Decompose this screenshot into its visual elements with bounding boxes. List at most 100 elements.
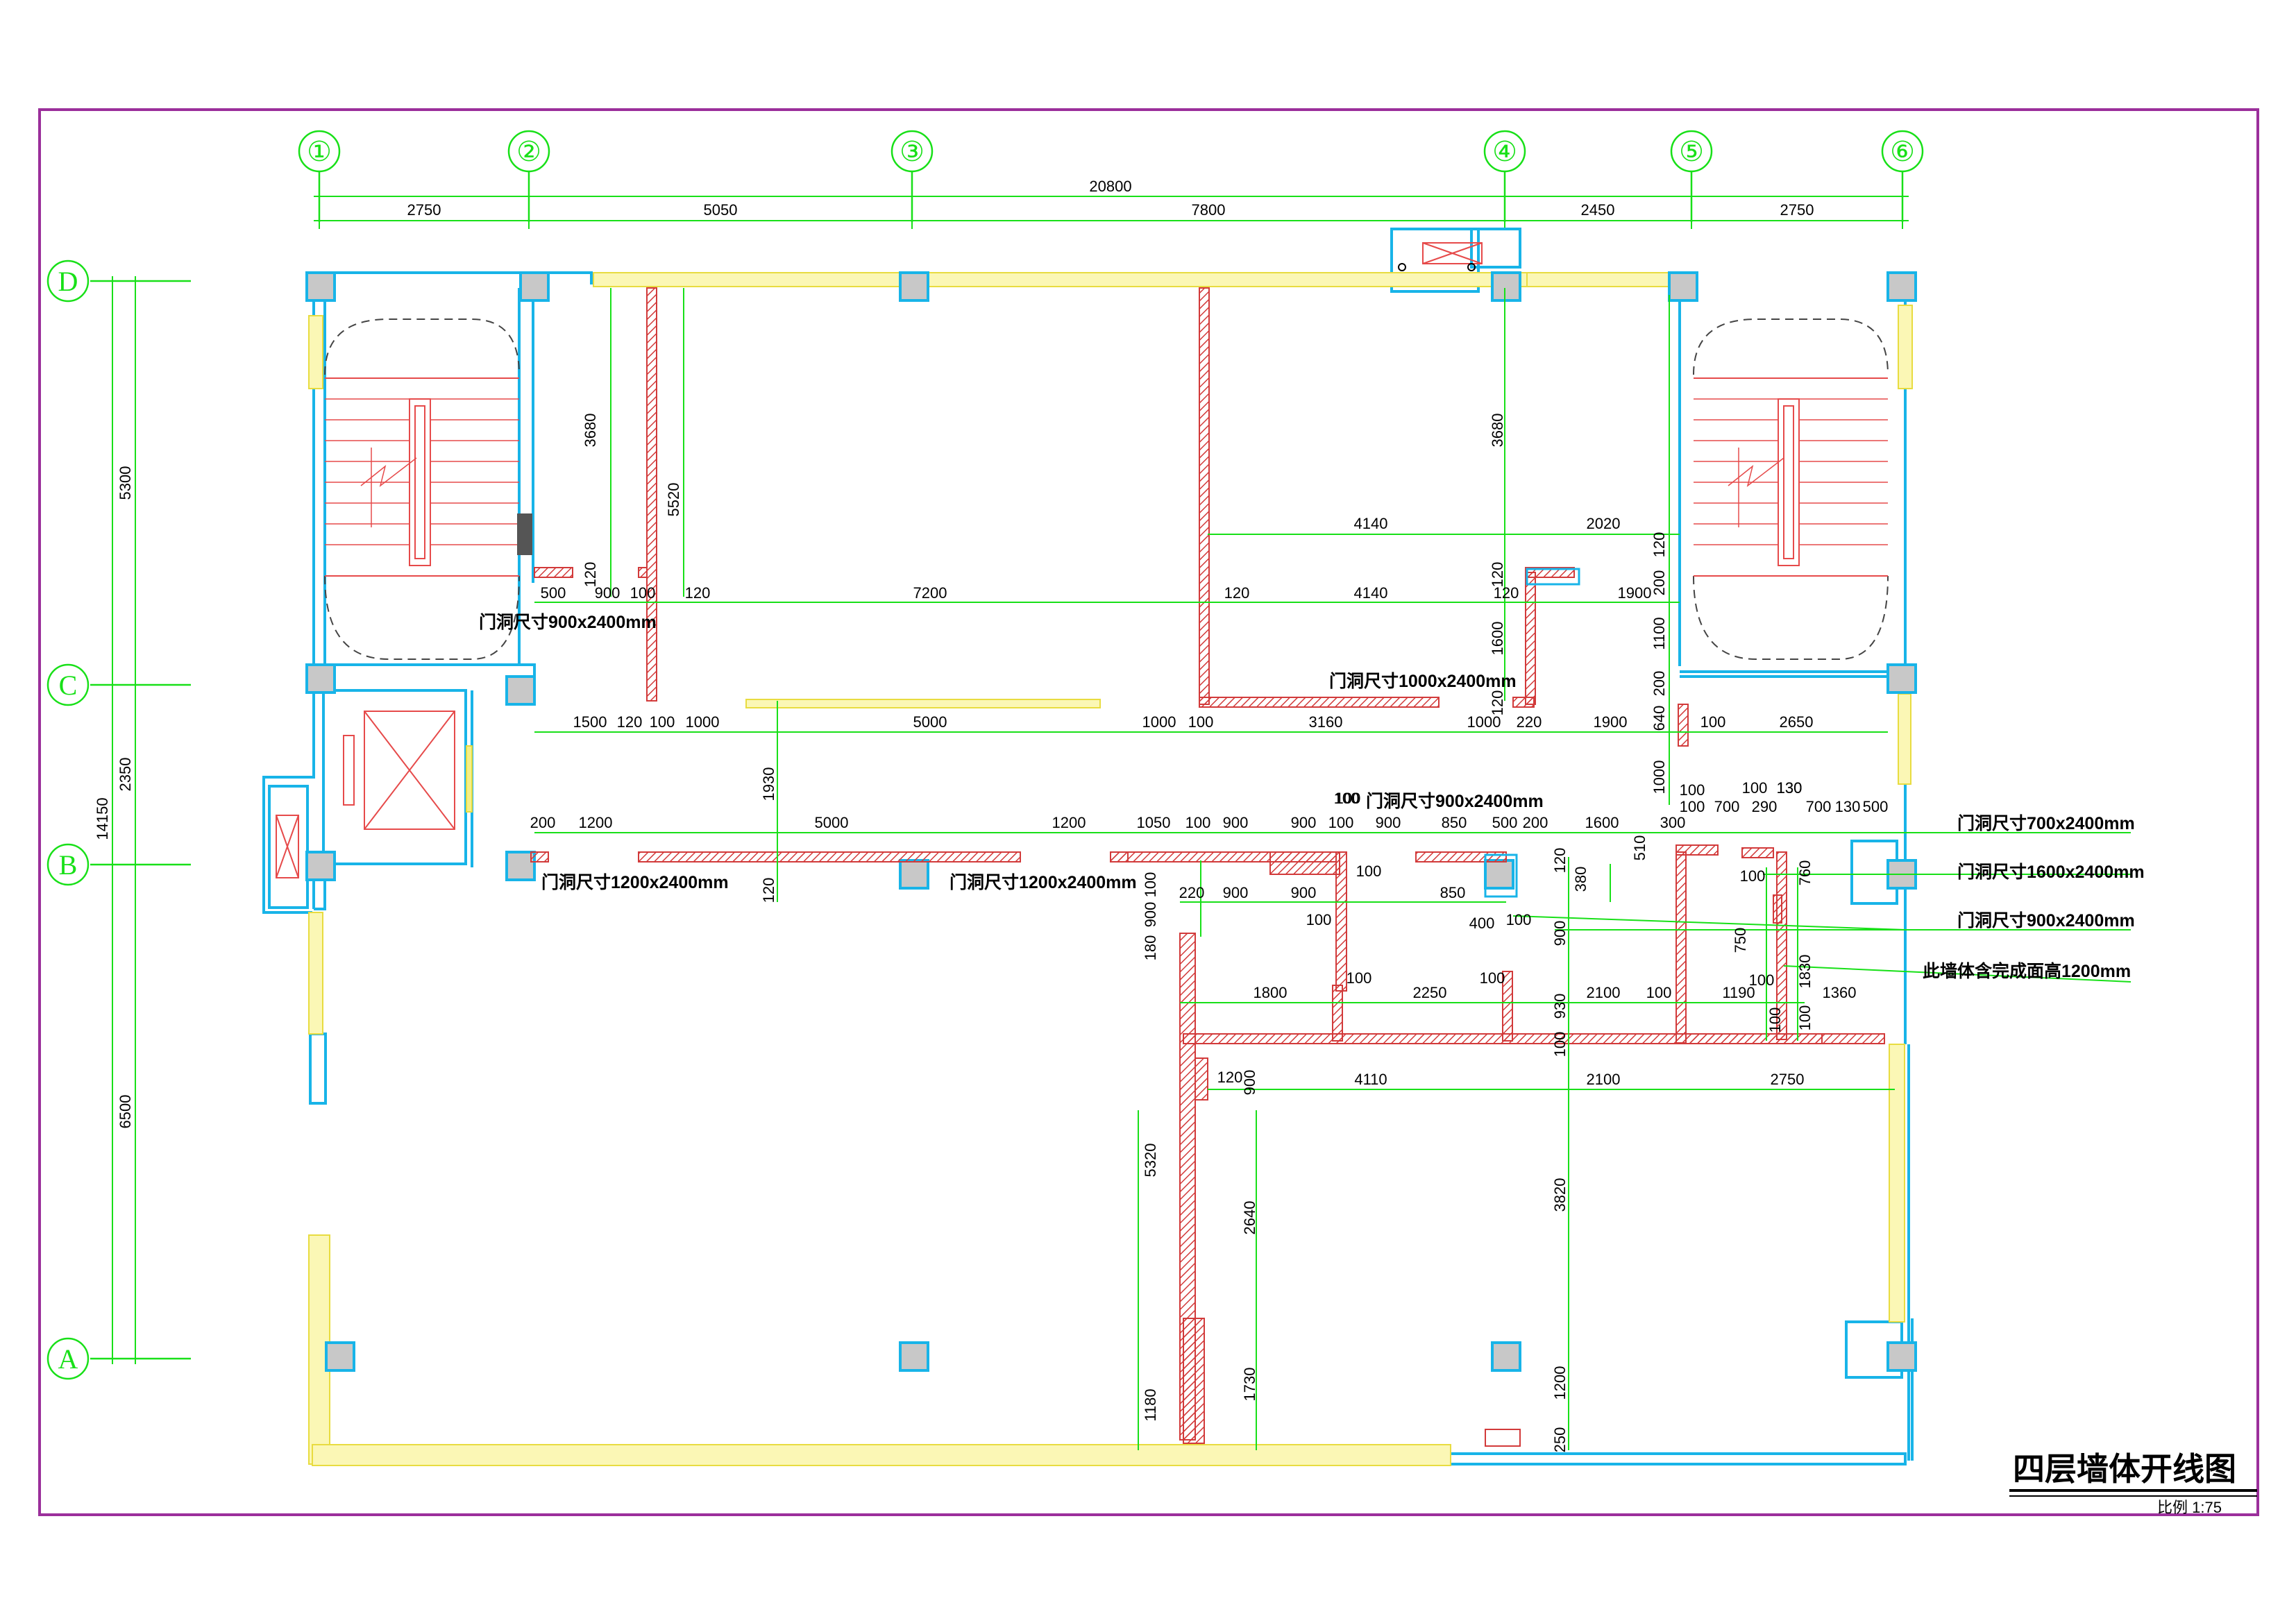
note-door-1000: 门洞尺寸1000x2400mm — [1329, 671, 1517, 691]
windows — [308, 272, 1913, 1466]
dim-v8-0: 120 — [1551, 848, 1569, 874]
note-door-900-a: 门洞尺寸900x2400mm — [479, 612, 657, 632]
dim-v8-7: 250 — [1551, 1427, 1569, 1453]
axis-col-2: ② — [516, 136, 541, 167]
dim-r1u-0: 4140 — [1354, 515, 1388, 532]
dimension-text: 4140 2020 500 900 100 120 7200 120 4140 … — [530, 515, 1889, 1088]
dim-r2-12: 2650 — [1780, 713, 1814, 731]
dim-r4-2: 900 — [1291, 884, 1317, 901]
dim-top-4: 2450 — [1581, 201, 1615, 219]
dim-v3-3: 120 — [1489, 690, 1506, 716]
dim-r3-4: 1050 — [1137, 814, 1171, 831]
dim-v4-3: 200 — [1651, 671, 1668, 697]
dim-r2-1: 120 — [617, 713, 643, 731]
dim-r3t-0: 100 — [1742, 779, 1768, 797]
stair-right — [1693, 318, 1889, 660]
dim-r2-0: 1500 — [573, 713, 607, 731]
exterior-walls — [262, 228, 1914, 1465]
dim-r2-11: 100 — [1700, 713, 1726, 731]
dim-r1-7: 120 — [1494, 584, 1519, 602]
dim-r3t-2: 130 — [1777, 779, 1803, 797]
dim-total-width: 20800 — [1089, 178, 1131, 195]
grid-axes — [47, 130, 1924, 1380]
dim-v6-0: 100 — [1142, 872, 1159, 898]
dim-v3-2: 1600 — [1489, 622, 1506, 656]
dim-x-100c: 100 — [1480, 969, 1505, 987]
note-door-700: 门洞尺寸700x2400mm — [1957, 813, 2135, 833]
dim-v1-1: 120 — [582, 562, 599, 588]
dim-r1-0: 500 — [541, 584, 566, 602]
dim-top-1: 2750 — [407, 201, 441, 219]
stair-left — [324, 318, 520, 660]
dim-r1-3: 120 — [685, 584, 711, 602]
note-door-900-b: 门洞尺寸900x2400mm — [1366, 791, 1544, 811]
dim-r2-3: 1000 — [686, 713, 720, 731]
left-dimension-text: 14150 5300 2350 6500 — [94, 466, 134, 1129]
dim-v9-4: 100 — [1766, 1008, 1784, 1033]
top-dimension-lines — [314, 191, 1909, 229]
dim-r3-20: 700 — [1806, 798, 1832, 815]
dim-v7-0: 900 — [1241, 1070, 1258, 1096]
drawing-border — [38, 108, 2259, 1516]
dim-r4-3: 850 — [1440, 884, 1466, 901]
dim-r2-7: 3160 — [1309, 713, 1343, 731]
dim-r4-0: 220 — [1179, 884, 1205, 901]
dim-v8-2: 900 — [1551, 921, 1569, 946]
axis-col-4: ④ — [1492, 136, 1517, 167]
dim-r1u-1: 2020 — [1587, 515, 1621, 532]
dim-r2-9: 220 — [1517, 713, 1542, 731]
dim-v9-3: 100 — [1796, 1005, 1814, 1031]
dim-v3-1: 120 — [1489, 562, 1506, 588]
dim-r1-5: 120 — [1224, 584, 1250, 602]
dim-r1-6: 4140 — [1354, 584, 1388, 602]
dim-r4-4: 100 — [1356, 863, 1382, 880]
dim-r3-13: 1600 — [1585, 814, 1619, 831]
dim-r3-12: 200 — [1523, 814, 1548, 831]
dim-r3-10: 850 — [1442, 814, 1467, 831]
door-jamb — [517, 513, 532, 555]
small-box-d — [1484, 853, 1518, 898]
dim-r6-0: 4110 — [1354, 1071, 1387, 1088]
dim-r6-2: 2750 — [1771, 1071, 1805, 1088]
scale-label: 比例 1:75 — [2157, 1499, 2222, 1516]
drawing-title: 四层墙体开线图 — [2013, 1451, 2236, 1487]
ac-unit — [1398, 242, 1483, 271]
dim-r2-10: 1900 — [1594, 713, 1628, 731]
dim-x-100e: 100 — [1334, 790, 1360, 807]
dim-r1-1: 900 — [595, 584, 621, 602]
axis-col-5: ⑤ — [1679, 136, 1704, 167]
dim-v3-0: 3680 — [1489, 414, 1506, 448]
dim-r2-6: 100 — [1188, 713, 1214, 731]
dim-r1-8: 1900 — [1618, 584, 1652, 602]
dim-r1-4: 7200 — [913, 584, 947, 602]
dim-top-5: 2750 — [1780, 201, 1814, 219]
dim-r3-18: 290 — [1752, 798, 1778, 815]
dim-x-120r: 120 — [1217, 1069, 1243, 1086]
dim-r3-5: 100 — [1185, 814, 1211, 831]
dim-v8-1: 380 — [1572, 867, 1589, 892]
axis-col-3: ③ — [900, 136, 925, 167]
note-door-900-c: 门洞尺寸900x2400mm — [1957, 910, 2135, 931]
dim-x-400: 400 — [1469, 915, 1495, 932]
dim-v7-2: 1730 — [1241, 1368, 1258, 1402]
dim-v4-6: 510 — [1631, 835, 1648, 861]
dim-r5-5: 1360 — [1823, 984, 1857, 1001]
dim-v6-3: 5320 — [1142, 1144, 1159, 1178]
dim-r3-2: 5000 — [815, 814, 849, 831]
dim-v4-2: 1100 — [1651, 617, 1668, 649]
dim-r3-3: 1200 — [1052, 814, 1086, 831]
dim-v4-4: 640 — [1651, 706, 1668, 731]
dim-x-100a: 100 — [1506, 911, 1532, 928]
dim-r3-21: 130 — [1835, 798, 1861, 815]
dim-r5-2: 2100 — [1587, 984, 1621, 1001]
dim-r2-5: 1000 — [1142, 713, 1176, 731]
internal-dimension-lines — [534, 288, 2132, 1450]
axis-row-b: B — [59, 849, 78, 881]
elevator — [276, 711, 473, 878]
dim-v8-3: 930 — [1551, 994, 1569, 1019]
dim-r3-8: 100 — [1328, 814, 1354, 831]
dim-r5-0: 1800 — [1253, 984, 1288, 1001]
dim-r3-9: 900 — [1376, 814, 1401, 831]
dim-r6-1: 2100 — [1587, 1071, 1621, 1088]
dim-r3-16: 700 — [1714, 798, 1740, 815]
